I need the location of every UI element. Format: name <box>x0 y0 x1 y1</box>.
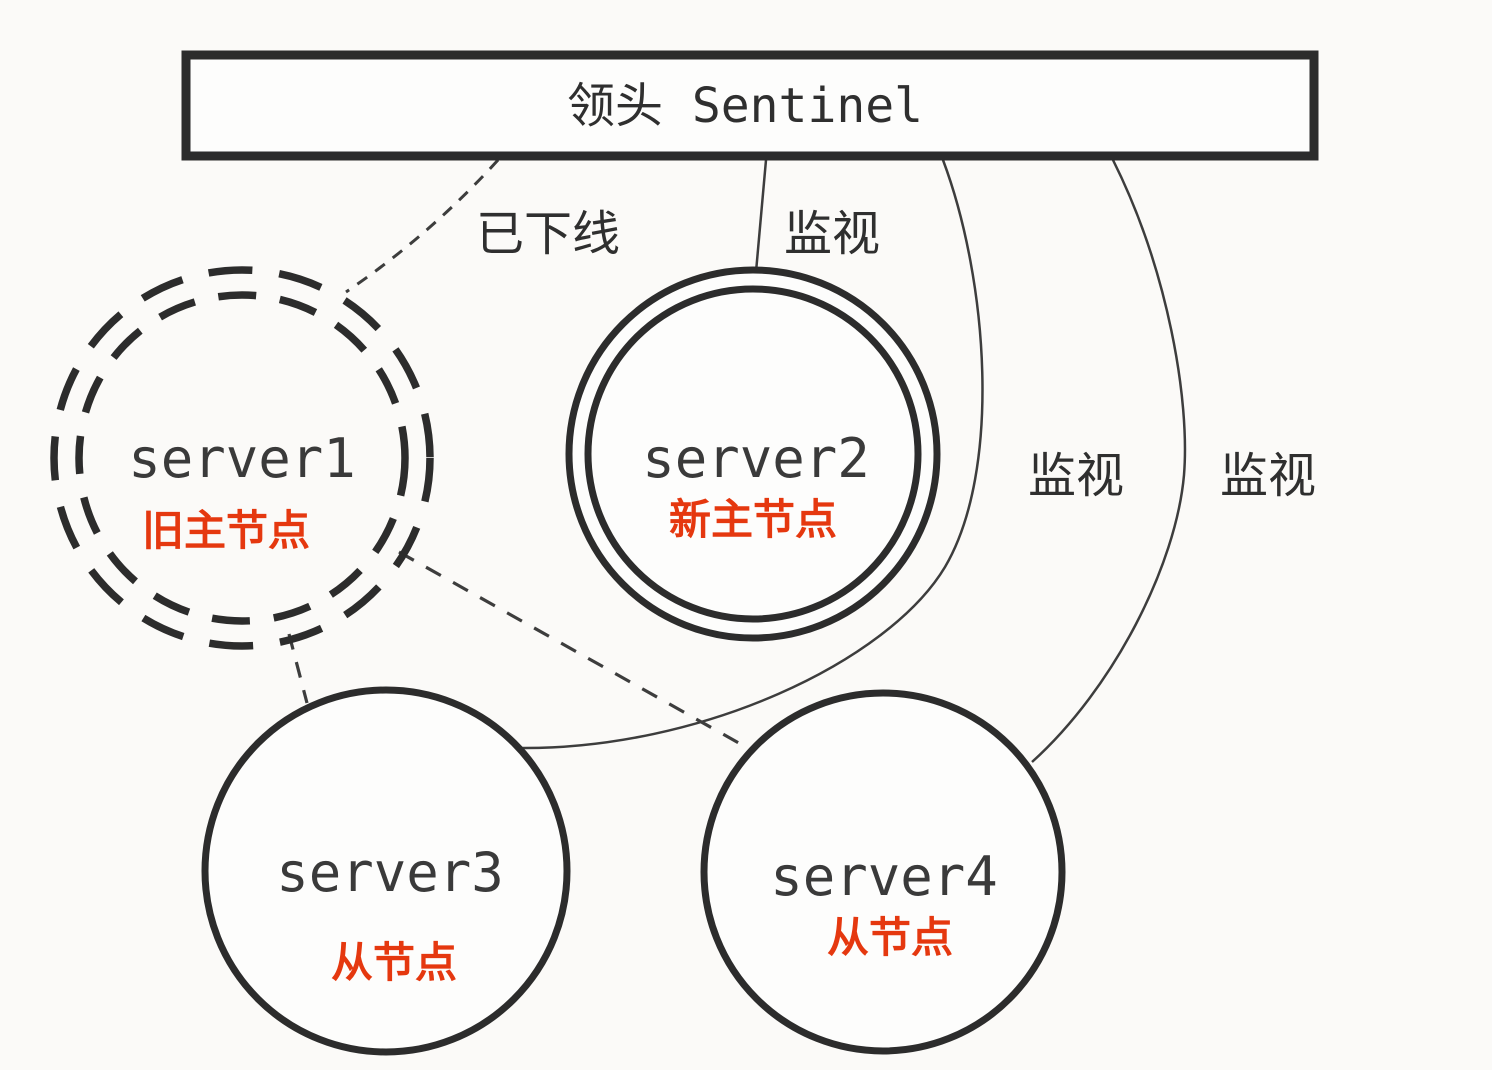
edge-replication-server1-server4 <box>398 550 754 753</box>
server2-outer-circle <box>565 266 941 642</box>
node-server3: server3 从节点 <box>201 686 571 1056</box>
node-server4: server4 从节点 <box>700 689 1066 1055</box>
server2-inner-circle <box>584 285 922 623</box>
edge-offline-sentinel-server1 <box>345 158 500 294</box>
edge-label-monitor-server2: 监视 <box>784 206 880 262</box>
sentinel-box <box>181 50 1319 161</box>
edge-monitor-sentinel-server2 <box>754 159 768 273</box>
edge-label-monitor-server4: 监视 <box>1220 448 1316 504</box>
edge-label-offline: 已下线 <box>476 206 620 262</box>
sentinel-label: 领头 Sentinel <box>567 78 923 134</box>
server1-inner-circle <box>75 291 409 625</box>
edge-monitor-sentinel-server3 <box>518 159 984 750</box>
server2-name: server2 <box>642 427 870 490</box>
server4-role: 从节点 <box>827 913 953 962</box>
server3-name: server3 <box>276 841 504 904</box>
server4-name: server4 <box>770 845 998 908</box>
server2-role: 新主节点 <box>669 495 837 544</box>
server4-circle <box>700 689 1066 1055</box>
server3-role: 从节点 <box>331 938 457 987</box>
server1-outer-circle <box>50 266 434 650</box>
server1-role: 旧主节点 <box>142 506 310 555</box>
edge-monitor-sentinel-server4 <box>1031 159 1187 763</box>
node-server1: server1 旧主节点 <box>50 266 434 650</box>
node-server2: server2 新主节点 <box>565 266 941 642</box>
edge-replication-server1-server3 <box>287 633 309 704</box>
edge-label-monitor-server3: 监视 <box>1028 448 1124 504</box>
server1-name: server1 <box>128 427 356 490</box>
server3-circle <box>201 686 571 1056</box>
